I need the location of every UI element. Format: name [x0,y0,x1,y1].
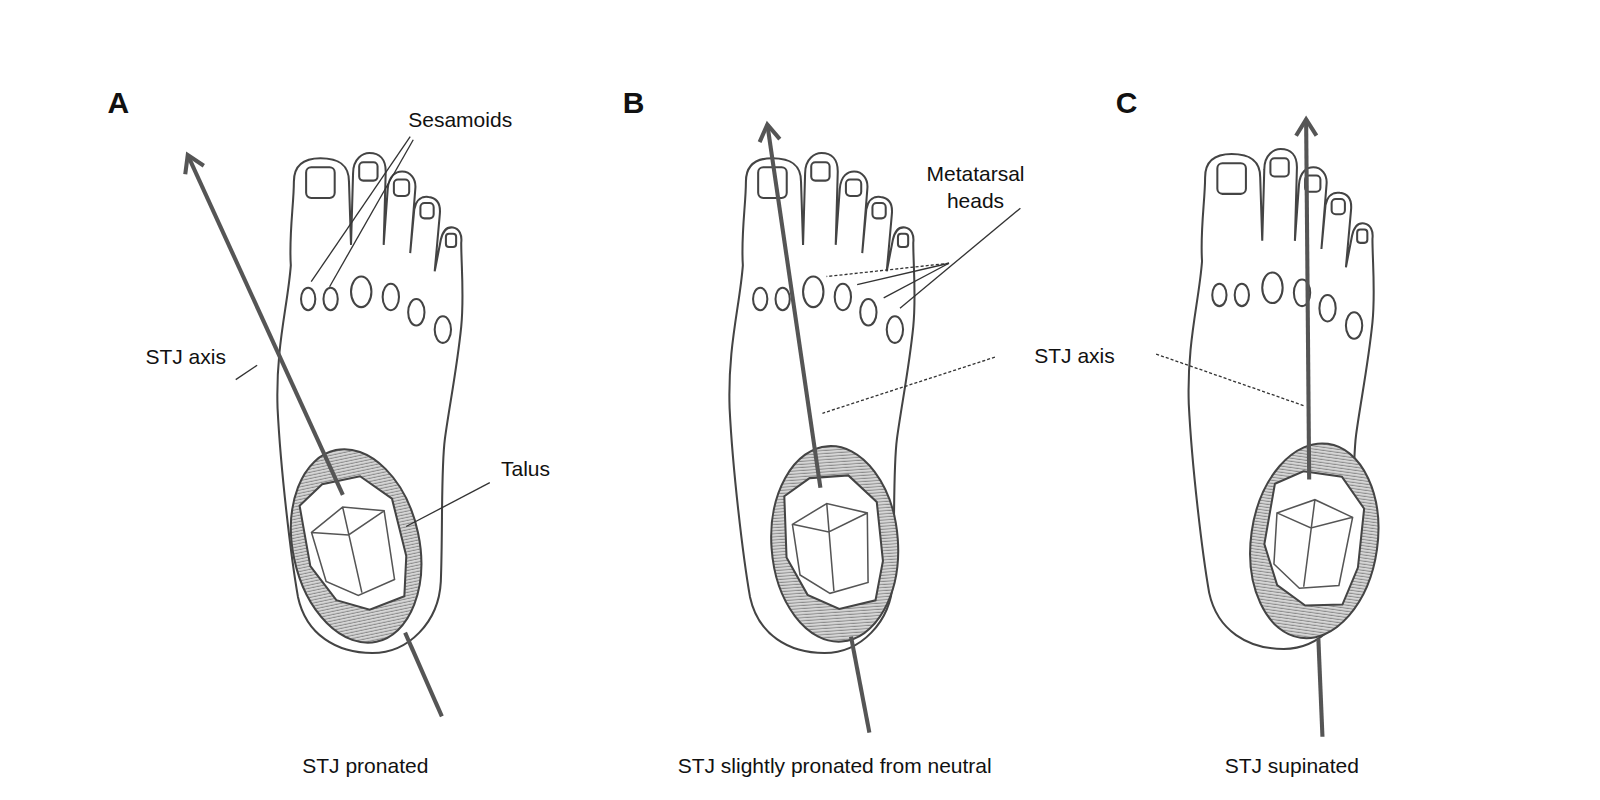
leader-line [1156,354,1305,406]
part-label: Metatarsal heads [917,159,1035,214]
stj-axis-line [767,124,820,487]
heel-talus [274,437,438,655]
panel-letter: B [623,83,645,122]
leader-line [822,357,994,413]
caption: STJ supinated [1225,753,1359,780]
leader-line [406,483,490,527]
leader-line [236,365,257,379]
leader-line [311,137,410,282]
leader-lines [236,137,1305,527]
foot-b [729,124,914,732]
leader-line [827,263,949,276]
panel-letter: C [1116,83,1138,122]
stj-axis-line [405,633,442,717]
panel-letter: A [108,83,130,122]
stj-axis-line [188,155,343,495]
foot-drawing [729,153,914,653]
part-label: Sesamoids [408,107,512,134]
stj-axis-line [1306,119,1309,479]
leader-line [900,208,1020,308]
leader-line [857,263,949,284]
foot-c [1189,119,1391,736]
part-label: STJ axis [145,343,226,370]
heel-talus [765,442,905,646]
leader-line [330,140,414,287]
stj-axis-line [1318,639,1322,737]
foot-a [188,153,463,716]
stj-axis-line [851,637,869,733]
caption: STJ slightly pronated from neutral [678,753,992,780]
caption: STJ pronated [302,753,428,780]
part-label: Talus [501,456,550,483]
heel-talus [1238,435,1391,647]
part-label: STJ axis [1034,342,1115,369]
leader-line [884,263,949,298]
